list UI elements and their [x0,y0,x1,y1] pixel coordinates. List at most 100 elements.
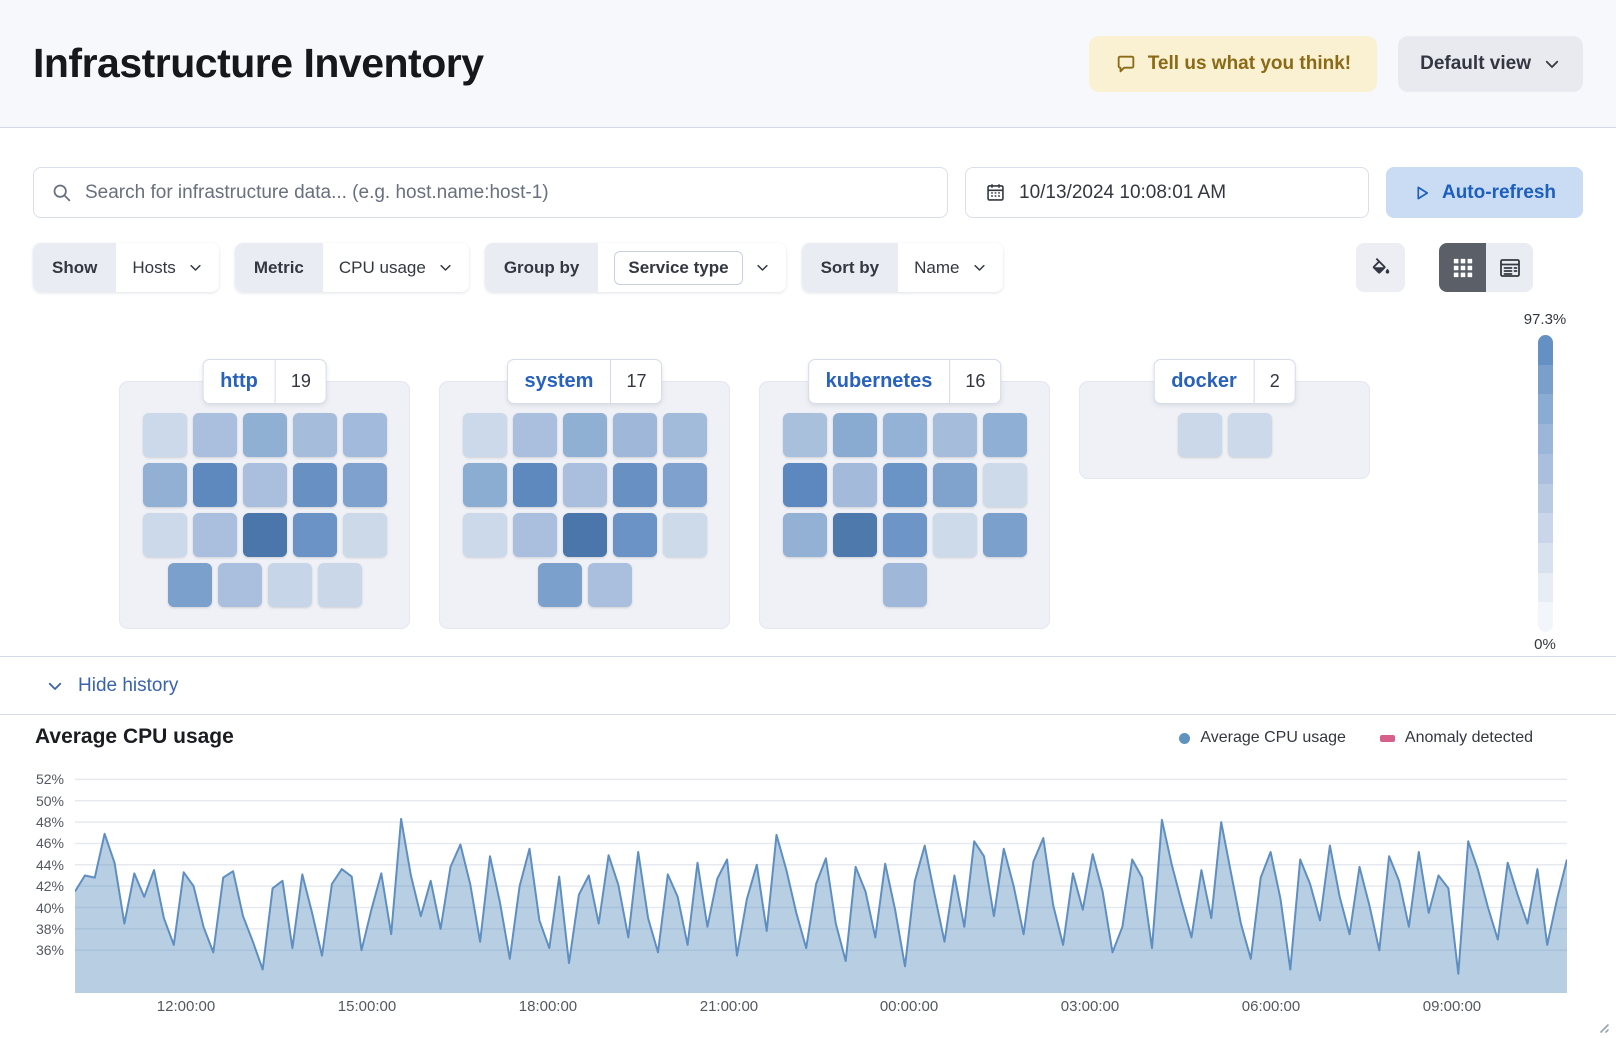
host-tile[interactable] [982,413,1027,457]
grid-view-button[interactable] [1439,243,1486,292]
host-tile[interactable] [982,513,1027,557]
sort-by-value: Name [914,257,960,277]
host-tile[interactable] [832,513,877,557]
metric-value-dropdown[interactable]: CPU usage [322,243,469,292]
service-group-badge[interactable]: docker 2 [1153,359,1296,404]
host-tile[interactable] [882,513,927,557]
legend-item[interactable]: Anomaly detected [1379,729,1533,747]
auto-refresh-button[interactable]: Auto-refresh [1386,167,1583,218]
host-tile[interactable] [882,563,927,607]
show-value-dropdown[interactable]: Hosts [116,243,219,292]
host-tile[interactable] [292,463,337,507]
host-tile[interactable] [142,463,187,507]
host-tile[interactable] [292,513,337,557]
host-tile[interactable] [562,413,607,457]
host-tile[interactable] [512,513,557,557]
group-by-value-dropdown[interactable]: Service type [598,243,786,292]
host-tile[interactable] [612,413,657,457]
scale-step [1537,364,1553,395]
host-tile[interactable] [932,463,977,507]
host-tile[interactable] [512,413,557,457]
host-tile[interactable] [662,463,707,507]
host-tile[interactable] [782,513,827,557]
host-tile[interactable] [242,463,287,507]
host-tile[interactable] [882,413,927,457]
x-tick-label: 18:00:00 [518,998,578,1015]
host-tile[interactable] [782,463,827,507]
host-tile[interactable] [662,413,707,457]
calendar-icon [985,182,1006,203]
host-tile[interactable] [342,513,387,557]
service-group-name[interactable]: kubernetes [825,370,933,392]
y-tick-label: 36% [35,942,64,959]
host-tile[interactable] [217,563,262,607]
scale-step [1537,602,1553,632]
host-tile[interactable] [267,563,312,607]
service-group-name[interactable]: system [524,370,594,392]
host-tile[interactable] [832,413,877,457]
host-tile[interactable] [662,513,707,557]
host-tile[interactable] [462,413,507,457]
host-tile[interactable] [587,563,632,607]
host-tile[interactable] [192,463,237,507]
date-time-picker[interactable]: 10/13/2024 10:08:01 AM [965,167,1369,218]
host-tile[interactable] [1177,413,1222,457]
host-tile[interactable] [782,413,827,457]
service-group-count: 2 [1269,371,1280,391]
legend-dot-icon [1179,732,1191,744]
hide-history-toggle[interactable]: Hide history [46,675,178,697]
host-tile[interactable] [142,513,187,557]
scale-step [1537,424,1553,454]
host-tile[interactable] [242,513,287,557]
host-tile[interactable] [142,413,187,457]
host-tile[interactable] [562,513,607,557]
chart-plot-area[interactable] [74,774,1568,993]
service-group-name[interactable]: http [220,370,258,392]
host-tile[interactable] [832,463,877,507]
host-tile[interactable] [342,463,387,507]
host-tile[interactable] [932,513,977,557]
host-tile[interactable] [612,513,657,557]
waffle-row [462,563,707,607]
host-tile[interactable] [562,463,607,507]
host-tile[interactable] [1227,413,1272,457]
feedback-button[interactable]: Tell us what you think! [1088,35,1378,92]
waffle-row [1102,413,1347,457]
saved-view-selector[interactable]: Default view [1398,35,1583,92]
host-tile[interactable] [612,463,657,507]
scale-step [1537,572,1553,603]
host-tile[interactable] [292,413,337,457]
y-tick-label: 48% [35,814,64,831]
host-tile[interactable] [167,563,212,607]
host-tile[interactable] [512,463,557,507]
host-tile[interactable] [537,563,582,607]
host-tile[interactable] [882,463,927,507]
scale-step [1537,542,1553,573]
waffle-row [462,413,707,457]
service-group-name[interactable]: docker [1171,370,1237,392]
sort-by-value-dropdown[interactable]: Name [898,243,1003,292]
color-palette-button[interactable] [1356,243,1405,292]
host-tile[interactable] [242,413,287,457]
host-tile[interactable] [317,563,362,607]
host-tile[interactable] [462,513,507,557]
table-view-button[interactable] [1486,243,1533,292]
resize-handle-icon[interactable] [1596,1020,1610,1034]
show-value: Hosts [132,257,176,277]
host-tile[interactable] [342,413,387,457]
waffle-row [142,513,387,557]
search-input[interactable] [85,181,930,204]
legend-item[interactable]: Average CPU usage [1179,729,1346,747]
host-tile[interactable] [982,463,1027,507]
host-tile[interactable] [932,413,977,457]
waffle-row [782,413,1027,457]
cpu-usage-area-chart [74,778,1568,993]
host-tile[interactable] [192,513,237,557]
host-tile[interactable] [462,463,507,507]
host-tile[interactable] [192,413,237,457]
